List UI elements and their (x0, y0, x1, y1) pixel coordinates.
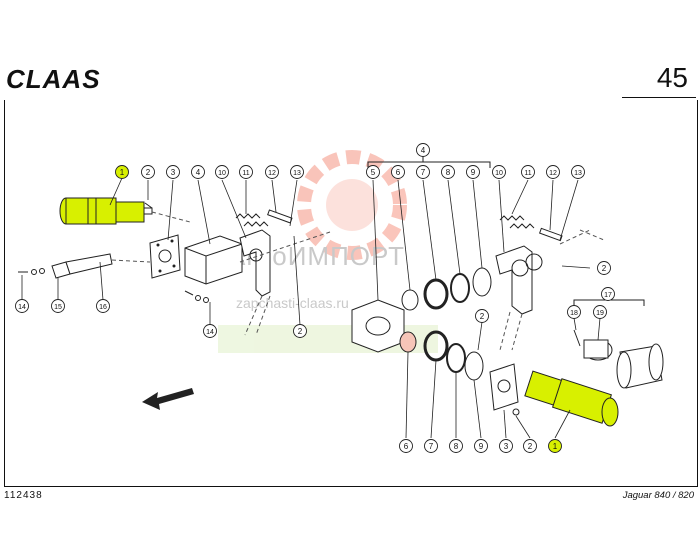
callout-label-14: 14 (206, 329, 214, 336)
callout-label-9: 9 (471, 168, 476, 177)
pin-left (267, 209, 293, 224)
callout-circle-2 (293, 324, 307, 338)
callout-label-12: 12 (549, 170, 557, 177)
callout-circle-4 (416, 143, 430, 157)
callout-label-3: 3 (504, 442, 509, 451)
housing-left (184, 235, 243, 285)
callout-label-18: 18 (570, 310, 578, 317)
callout-label-12: 12 (268, 170, 276, 177)
callout-circle-16 (96, 299, 110, 313)
callout-label-1: 1 (120, 168, 125, 177)
motor-left (59, 197, 153, 225)
callout-label-13: 13 (574, 170, 582, 177)
callout-circle-2 (141, 165, 155, 179)
callout-circle-11 (239, 165, 253, 179)
callout-label-4: 4 (196, 168, 201, 177)
callout-circle-10 (492, 165, 506, 179)
callout-circle-10 (215, 165, 229, 179)
callout-label-2: 2 (480, 312, 485, 321)
callout-circle-14 (203, 324, 217, 338)
callout-circle-19 (593, 305, 607, 319)
callout-circle-2 (597, 261, 611, 275)
bearings (423, 267, 492, 381)
fasteners-left (18, 202, 209, 303)
callout-label-6: 6 (404, 442, 409, 451)
callout-circle-7 (424, 439, 438, 453)
callout-label-1: 1 (553, 442, 558, 451)
sensor-assembly (573, 329, 664, 389)
callout-circle-11 (521, 165, 535, 179)
callout-circle-6 (391, 165, 405, 179)
callout-label-7: 7 (429, 442, 434, 451)
callout-circle-17 (601, 287, 615, 301)
callout-label-13: 13 (293, 170, 301, 177)
callout-circle-9 (474, 439, 488, 453)
cover-block (351, 299, 405, 353)
callout-label-4: 4 (421, 146, 426, 155)
callout-circle-5 (366, 165, 380, 179)
motor-right (524, 370, 619, 427)
callout-label-17: 17 (604, 292, 612, 299)
callout-circle-2 (475, 309, 489, 323)
callout-label-2: 2 (528, 442, 533, 451)
callout-label-11: 11 (524, 170, 531, 177)
centerlines-right (499, 229, 605, 351)
drawing-frame (4, 100, 698, 487)
header-rule (622, 97, 696, 98)
callout-circle-13 (571, 165, 585, 179)
callout-label-6: 6 (396, 168, 401, 177)
callout-label-16: 16 (99, 304, 107, 311)
callout-label-14: 14 (18, 304, 26, 311)
direction-arrow-icon (142, 388, 194, 410)
callout-label-15: 15 (54, 304, 62, 311)
callout-circle-12 (546, 165, 560, 179)
callout-circle-3 (166, 165, 180, 179)
callout-label-2: 2 (298, 327, 303, 336)
callout-label-9: 9 (479, 442, 484, 451)
callout-circle-8 (449, 439, 463, 453)
callout-label-10: 10 (495, 170, 503, 177)
bracket-right (495, 245, 543, 315)
callout-circle-8 (441, 165, 455, 179)
callout-circle-18 (567, 305, 581, 319)
callout-circle-15 (51, 299, 65, 313)
callout-label-2: 2 (146, 168, 151, 177)
callout-label-8: 8 (446, 168, 451, 177)
callout-label-7: 7 (421, 168, 426, 177)
springs-right (499, 215, 563, 242)
page-number: 45 (656, 62, 688, 93)
callout-circle-3 (499, 439, 513, 453)
claas-logo: CLAAS (6, 64, 101, 94)
watermark-url: zapchasti-claas.ru (236, 295, 349, 311)
flange-plate-right (489, 363, 520, 416)
callout-label-3: 3 (171, 168, 176, 177)
callout-circle-2 (523, 439, 537, 453)
model-label: Jaguar 840 / 820 (622, 490, 694, 501)
callout-circle-14 (15, 299, 29, 313)
callout-circle-4 (191, 165, 205, 179)
callout-label-11: 11 (242, 170, 249, 177)
callout-circle-13 (290, 165, 304, 179)
callout-circle-7 (416, 165, 430, 179)
centerlines-left (111, 211, 331, 336)
drawing-number: 112438 (4, 490, 43, 501)
callout-circle-1 (115, 165, 129, 179)
callout-label-19: 19 (596, 310, 604, 317)
callout-circle-1 (548, 439, 562, 453)
springs-left (235, 213, 269, 227)
callout-label-5: 5 (371, 168, 376, 177)
callout-circle-12 (265, 165, 279, 179)
callout-circle-9 (466, 165, 480, 179)
flange-plate-left (149, 234, 181, 279)
leader-lines (21, 177, 601, 439)
callout-circle-6 (399, 439, 413, 453)
callout-label-8: 8 (454, 442, 459, 451)
callout-label-2: 2 (602, 264, 607, 273)
callout-label-10: 10 (218, 170, 226, 177)
